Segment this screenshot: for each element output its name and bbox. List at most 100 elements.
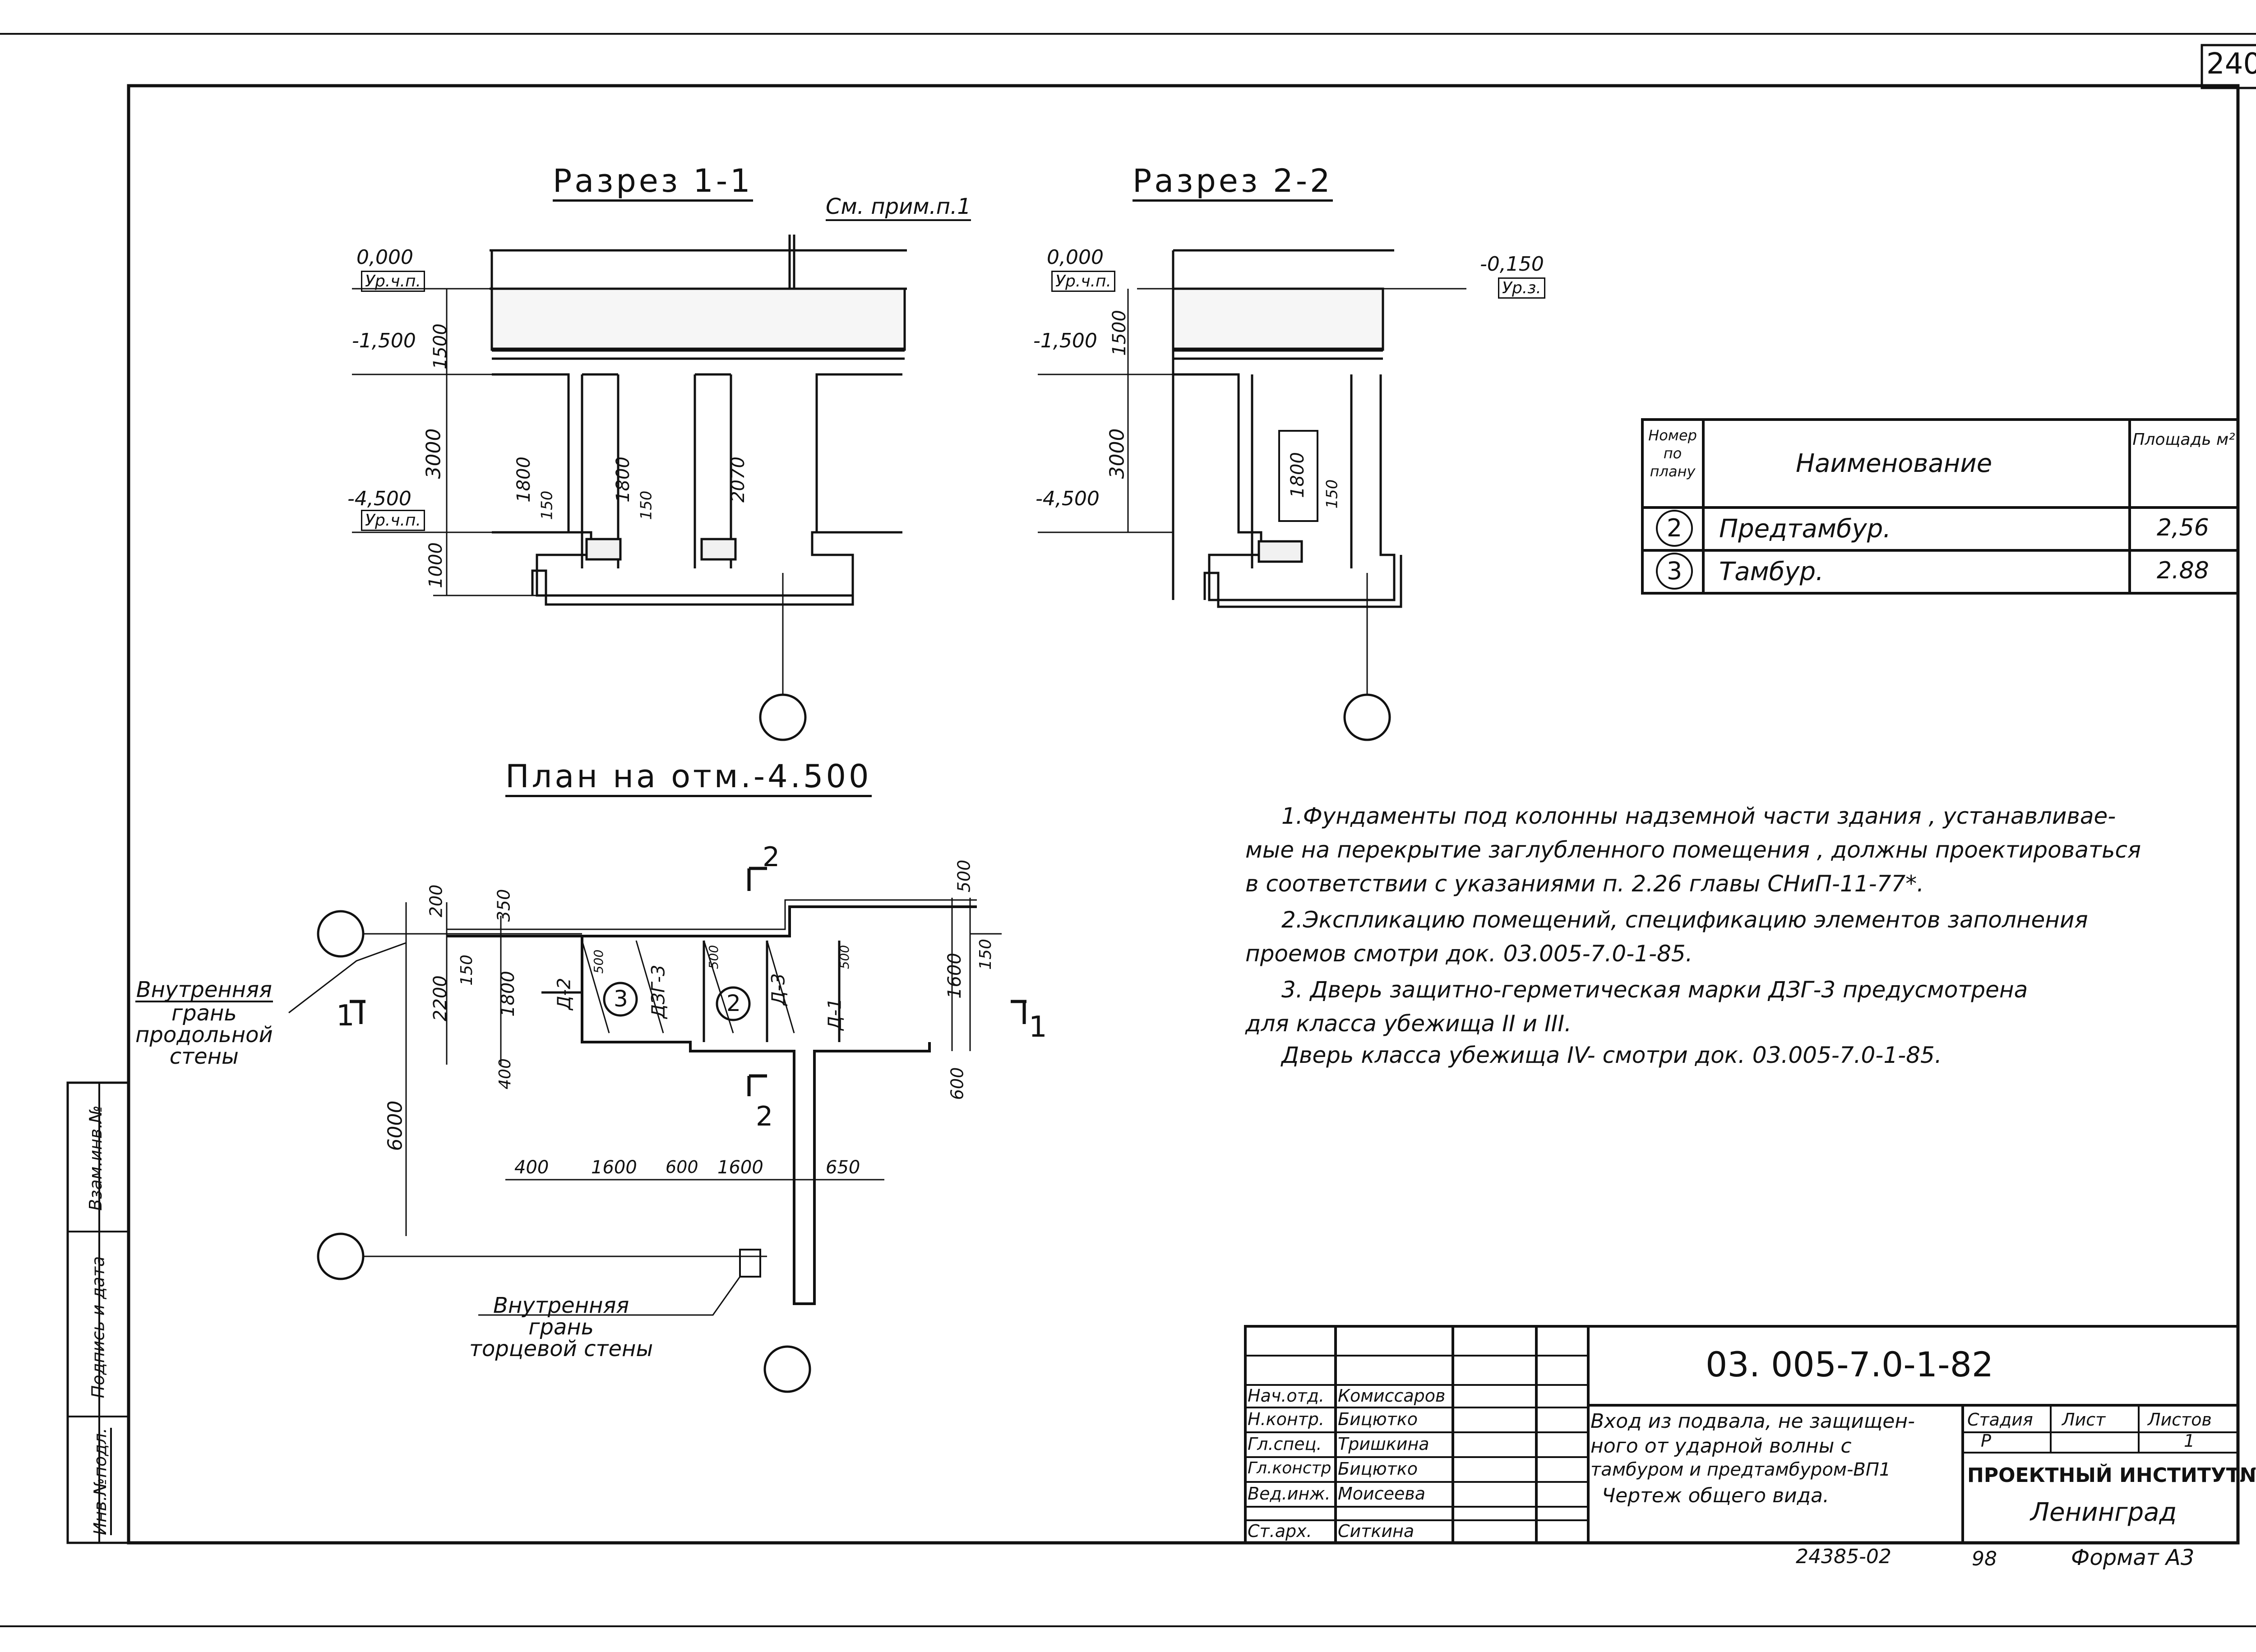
stage-value: Р (1981, 1431, 1991, 1451)
role-1: Нач.отд. (1248, 1386, 1325, 1406)
cut-1-left: 1 (336, 999, 355, 1033)
s11-elev-4500: -4,500 (347, 487, 411, 510)
plan-dim-6000: 6000 (384, 1100, 407, 1151)
note-line-5: проемов смотри док. 03.005-7.0-1-85. (1245, 941, 1693, 967)
door-d2: Д-2 (554, 978, 575, 1010)
room-2-area: 2,56 (2157, 514, 2209, 541)
s22-dim-1500: 1500 (1109, 310, 1130, 356)
section-1-1-drawing (352, 235, 907, 741)
plan-dim-150: 150 (457, 955, 476, 986)
room-table-grid (1641, 418, 2239, 595)
inner-long-l1: Внутренняя (135, 977, 273, 1002)
room-2-number: 2 (1656, 510, 1693, 547)
note-line-6: 3. Дверь защитно-герметическая марки ДЗГ… (1281, 977, 2028, 1003)
inner-long-l3: продольной (135, 1022, 273, 1047)
plan-dim-500r: 500 (954, 859, 974, 893)
plan-dim-1800: 1800 (497, 971, 518, 1017)
role-6: Ст.арх. (1248, 1521, 1312, 1541)
doc-code: 03. 005-7.0-1-82 (1706, 1344, 1994, 1384)
s22-dim-150: 150 (1323, 479, 1341, 509)
inner-end-wall-label: Внутренняя грань торцевой стены (469, 1295, 653, 1360)
plan-dim-350: 350 (494, 889, 514, 922)
note-line-4: 2.Экспликацию помещений, спецификацию эл… (1281, 907, 2088, 933)
plan-title: План на отм.-4.500 (505, 758, 872, 797)
door-d3: Д-3 (768, 973, 789, 1006)
plan-dim-b400: 400 (514, 1157, 549, 1178)
s11-dim-150a: 150 (538, 490, 556, 520)
strip-replace-inv: Взам.инв.№ (85, 1105, 106, 1211)
s11-level-4500: Ур.ч.п. (361, 510, 425, 531)
title-block-grid (1244, 1325, 2239, 1544)
footer-format: Формат А3 (2071, 1545, 2195, 1570)
plan-dim-b650: 650 (826, 1157, 860, 1178)
s22-dim-3000: 3000 (1105, 428, 1129, 479)
s11-dim-1000: 1000 (425, 542, 446, 588)
door-d1: Д-1 (824, 998, 846, 1030)
plan-dim-s500c: 500 (837, 945, 852, 969)
plan-dim-s500a: 500 (591, 949, 606, 974)
inner-end-l3: торцевой стены (469, 1336, 653, 1361)
s11-dim-1500: 1500 (430, 323, 451, 369)
cut-1-right: 1 (1029, 1011, 1047, 1044)
table-header-area: Площадь м² (2132, 426, 2236, 453)
plan-dim-b1600b: 1600 (717, 1157, 763, 1178)
s11-dim-1800b: 1800 (612, 457, 633, 503)
section-1-1-note-ref: См. прим.п.1 (826, 194, 971, 221)
s11-dim-3000: 3000 (422, 428, 445, 479)
plan-dim-1600r: 1600 (944, 953, 965, 999)
description-2: ного от ударной волны с (1590, 1435, 1852, 1458)
role-5: Вед.инж. (1248, 1484, 1331, 1504)
name-4: Бицютко (1338, 1459, 1418, 1479)
plan-dim-2200: 2200 (430, 975, 451, 1021)
s22-elev-1500: -1,500 (1033, 329, 1097, 352)
inner-end-l1: Внутренняя (493, 1293, 629, 1318)
name-1: Комиссаров (1338, 1386, 1446, 1406)
room-3-number: 3 (1656, 553, 1693, 590)
footer-number: 98 (1972, 1547, 1997, 1570)
strip-inv-no: Инв.№подл. (90, 1427, 112, 1536)
s22-elev-4500: -4,500 (1036, 487, 1100, 510)
door-dzg3: ДЗГ-3 (648, 964, 669, 1019)
s11-dim-1800a: 1800 (513, 457, 534, 503)
role-2: Н.контр. (1248, 1409, 1325, 1429)
inner-long-l2: грань (171, 1001, 237, 1026)
sheet-header: Лист (2062, 1410, 2106, 1430)
description-4: Чертеж общего вида. (1602, 1484, 1829, 1507)
room-3-area: 2.88 (2157, 557, 2209, 584)
note-line-1: 1.Фундаменты под колонны надземной части… (1281, 803, 2116, 829)
sheets-header: Листов (2148, 1410, 2212, 1430)
plan-dim-400: 400 (495, 1058, 514, 1089)
name-6: Ситкина (1338, 1521, 1415, 1541)
note-line-2: мые на перекрытие заглубленного помещени… (1245, 837, 2141, 863)
room-3-name: Тамбур. (1719, 557, 1824, 586)
room-2-marker: 2 (726, 990, 741, 1016)
role-4: Гл.констр (1248, 1459, 1331, 1477)
section-1-1-title: Разрез 1-1 (553, 162, 753, 202)
plan-dim-b600: 600 (666, 1157, 698, 1177)
city: Ленинград (2030, 1498, 2177, 1527)
plan-dim-b1600a: 1600 (591, 1157, 637, 1178)
s22-elev-0150: -0,150 (1480, 253, 1544, 276)
name-2: Бицютко (1338, 1409, 1418, 1429)
s22-level-z: Ур.з. (1498, 277, 1545, 299)
table-header-area-text: Площадь м² (2132, 430, 2235, 449)
plan-dim-s500b: 500 (706, 945, 721, 969)
sheet-number: 240 (2206, 47, 2256, 81)
s22-level-0: Ур.ч.п. (1051, 271, 1115, 292)
inner-end-l2: грань (528, 1315, 594, 1340)
description-3: тамбуром и предтамбуром-ВП1 (1590, 1459, 1891, 1480)
stage-header: Стадия (1967, 1410, 2033, 1430)
note-line-3: в соответствии с указаниями п. 2.26 глав… (1245, 871, 1924, 897)
sheets-value: 1 (2184, 1431, 2195, 1451)
strip-signature: Подпись и дата (88, 1256, 108, 1398)
section-2-2-drawing (1038, 249, 1466, 741)
s11-dim-2070: 2070 (727, 457, 749, 503)
footer-code: 24385-02 (1796, 1545, 1891, 1568)
plan-dim-150r: 150 (976, 939, 995, 970)
inner-long-wall-label: Внутренняя грань продольной стены (135, 979, 273, 1067)
inner-long-l4: стены (169, 1044, 239, 1069)
table-header-number-text: Номер по плану (1648, 427, 1697, 480)
note-line-8: Дверь класса убежища IV- смотри док. 03.… (1281, 1042, 1942, 1068)
room-3-marker: 3 (614, 986, 628, 1012)
